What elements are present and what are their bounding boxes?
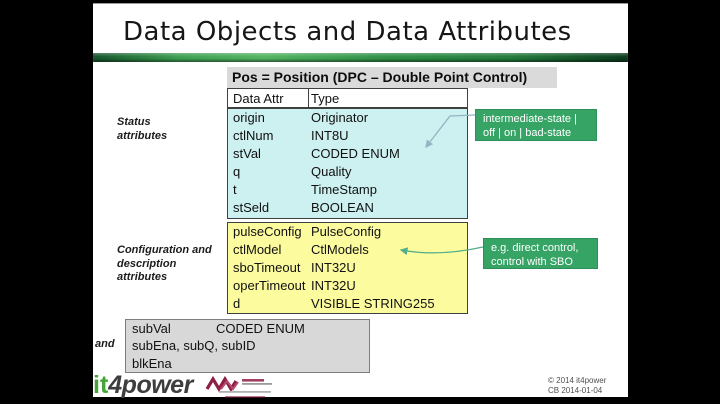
column-divider bbox=[308, 89, 309, 107]
table-row: pulseConfig PulseConfig bbox=[228, 223, 467, 241]
callout-line: e.g. direct control, bbox=[491, 242, 579, 254]
table-row: stVal CODED ENUM bbox=[228, 145, 467, 163]
cell-type: TimeStamp bbox=[311, 182, 377, 198]
table-caption: Pos = Position (DPC – Double Point Contr… bbox=[227, 67, 557, 88]
it4power-logo: it4power bbox=[93, 371, 193, 399]
cell-attr: ctlModel bbox=[233, 241, 282, 257]
table-row: blkEna bbox=[126, 355, 369, 372]
table-row: stSeld BOOLEAN bbox=[228, 199, 467, 217]
ctlmodel-callout: e.g. direct control, control with SBO bbox=[483, 238, 598, 269]
column-header-attr: Data Attr bbox=[233, 91, 284, 106]
table-row: q Quality bbox=[228, 163, 467, 181]
table-header-row: Data Attr Type bbox=[227, 88, 468, 108]
status-attributes-label: Status attributes bbox=[117, 116, 168, 142]
zigzag-partner-logo-icon bbox=[205, 375, 272, 398]
cell-type: CODED ENUM bbox=[216, 321, 305, 336]
cell-type: BOOLEAN bbox=[311, 200, 374, 216]
cell-type: INT32U bbox=[311, 259, 356, 275]
slide-title: Data Objects and Data Attributes bbox=[123, 17, 572, 47]
table-row: subVal CODED ENUM bbox=[126, 320, 369, 337]
table-row: ctlModel CtlModels bbox=[228, 241, 467, 259]
and-label: and bbox=[95, 338, 115, 350]
cell-attr: origin bbox=[233, 110, 265, 125]
table-row: sboTimeout INT32U bbox=[228, 259, 467, 277]
cell-attr: d bbox=[233, 295, 241, 311]
config-attributes-label: Configuration and description attributes bbox=[117, 244, 212, 283]
logo-4power-text: 4power bbox=[108, 371, 193, 399]
cell-attr: q bbox=[233, 164, 241, 180]
cell-attr: stSeld bbox=[233, 200, 270, 216]
substitution-attributes-box: subVal CODED ENUM subEna, subQ, subID bl… bbox=[125, 319, 370, 373]
callout-line: intermediate-state | bbox=[483, 113, 577, 125]
copyright-line1: © 2014 it4power bbox=[548, 376, 607, 385]
table-row: t TimeStamp bbox=[228, 181, 467, 199]
table-row: d VISIBLE STRING255 bbox=[228, 295, 467, 313]
config-attributes-table: pulseConfig PulseConfig ctlModel CtlMode… bbox=[227, 222, 468, 314]
cell-type: Originator bbox=[311, 110, 369, 125]
table-row: subEna, subQ, subID bbox=[126, 337, 369, 354]
cell-attr: sboTimeout bbox=[233, 259, 301, 275]
cell-attr: subVal bbox=[132, 321, 171, 336]
status-attributes-table: origin Originator ctlNum INT8U stVal COD… bbox=[227, 108, 468, 219]
slide: Data Objects and Data Attributes Pos = P… bbox=[93, 3, 628, 399]
table-row: ctlNum INT8U bbox=[228, 127, 467, 145]
callout-line: control with SBO bbox=[491, 256, 573, 268]
logo-it-text: it bbox=[93, 371, 109, 399]
cell-attr: ctlNum bbox=[233, 128, 274, 144]
cell-attr: pulseConfig bbox=[233, 224, 302, 239]
cell-attr: subEna, subQ, subID bbox=[132, 338, 256, 354]
cell-type: PulseConfig bbox=[311, 224, 382, 239]
table-row: operTimeout INT32U bbox=[228, 277, 467, 295]
cell-attr: stVal bbox=[233, 146, 261, 162]
cell-type: VISIBLE STRING255 bbox=[311, 295, 435, 311]
table-row: origin Originator bbox=[228, 109, 467, 127]
cell-type: CODED ENUM bbox=[311, 146, 400, 162]
column-header-type: Type bbox=[311, 91, 340, 106]
title-underline-bar bbox=[93, 53, 628, 62]
cell-attr: blkEna bbox=[132, 355, 172, 371]
cell-attr: t bbox=[233, 182, 237, 198]
copyright-line2: CB 2014-01-04 bbox=[548, 386, 603, 395]
copyright-note: © 2014 it4power CB 2014-01-04 bbox=[548, 376, 606, 396]
cell-type: INT8U bbox=[311, 128, 349, 144]
cell-type: Quality bbox=[311, 164, 352, 180]
callout-line: off | on | bad-state bbox=[483, 127, 572, 139]
cell-type: INT32U bbox=[311, 277, 356, 293]
cell-type: CtlModels bbox=[311, 241, 369, 257]
cell-attr: operTimeout bbox=[233, 277, 306, 293]
stval-enum-callout: intermediate-state | off | on | bad-stat… bbox=[475, 109, 597, 141]
